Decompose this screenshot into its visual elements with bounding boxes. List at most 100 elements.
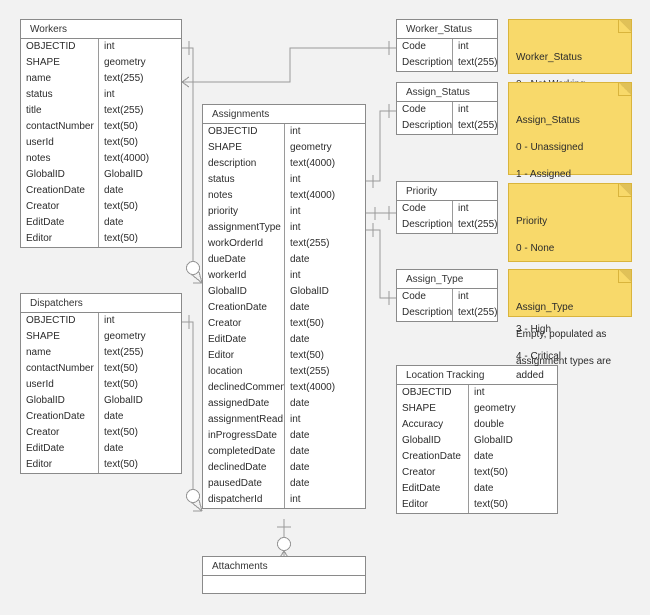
field-name: userId	[21, 377, 99, 393]
field-name: location	[203, 364, 285, 380]
field-name: EditDate	[203, 332, 285, 348]
field-type: date	[104, 443, 124, 454]
field-row: status int	[21, 87, 181, 103]
field-name: OBJECTID	[397, 385, 469, 401]
entity-attachments[interactable]: Attachments	[202, 556, 366, 594]
note-line: 1 - Assigned	[516, 169, 572, 180]
field-type: text(255)	[104, 73, 144, 84]
field-row: GlobalID GlobalID	[397, 433, 557, 449]
field-type: int	[290, 222, 301, 233]
note-line: Empty, populated as	[516, 329, 607, 340]
entity-title-worker-status: Worker_Status	[397, 20, 497, 39]
field-type: date	[290, 478, 310, 489]
field-name: declinedDate	[203, 460, 285, 476]
field-row-empty	[203, 576, 365, 593]
field-name: dueDate	[203, 252, 285, 268]
field-name: EditDate	[21, 441, 99, 457]
field-name: CreationDate	[397, 449, 469, 465]
field-name: inProgressDate	[203, 428, 285, 444]
field-name: declinedComment	[203, 380, 285, 396]
field-name: userId	[21, 135, 99, 151]
field-name: GlobalID	[397, 433, 469, 449]
note-line: 0 - None	[516, 243, 555, 254]
conn-workers-assignments	[182, 47, 194, 270]
field-name: SHAPE	[21, 55, 99, 71]
entity-fields-attachments	[203, 576, 365, 593]
field-type: text(50)	[104, 201, 138, 212]
conn-assignments-assignstatus	[366, 110, 396, 182]
field-type: date	[290, 430, 310, 441]
field-type: int	[104, 89, 115, 100]
note-fold-icon	[618, 20, 631, 33]
field-type: date	[474, 451, 494, 462]
field-name: Editor	[203, 348, 285, 364]
field-name: Code	[397, 289, 453, 305]
entity-title-priority: Priority	[397, 182, 497, 201]
field-name: CreationDate	[203, 300, 285, 316]
field-type: text(50)	[474, 467, 508, 478]
note-title: Assign_Status	[516, 115, 580, 126]
field-name: status	[21, 87, 99, 103]
field-row: CreationDate date	[203, 300, 365, 316]
field-type: text(4000)	[290, 158, 336, 169]
field-type: text(50)	[474, 499, 508, 510]
note-fold-icon	[618, 83, 631, 96]
field-name: OBJECTID	[203, 124, 285, 140]
field-name: GlobalID	[203, 284, 285, 300]
field-type: int	[290, 206, 301, 217]
field-name: OBJECTID	[21, 39, 99, 55]
conn-workers-workerstatus	[182, 47, 396, 83]
field-row: EditDate date	[21, 441, 181, 457]
field-name: Description	[397, 55, 453, 71]
note-line: assignment types are added	[516, 356, 612, 381]
field-type: int	[474, 387, 485, 398]
field-name: dispatcherId	[203, 492, 285, 508]
crowfoot-workers-status	[181, 76, 190, 88]
field-name: SHAPE	[203, 140, 285, 156]
field-name: Code	[397, 201, 453, 217]
field-type: GlobalID	[474, 435, 513, 446]
field-row: OBJECTID int	[397, 385, 557, 401]
field-type: int	[290, 270, 301, 281]
field-type: int	[458, 291, 469, 302]
field-type: date	[290, 334, 310, 345]
field-type: GlobalID	[104, 395, 143, 406]
note-title: Worker_Status	[516, 52, 582, 63]
note-assign-type: Assign_Type Empty, populated as assignme…	[508, 269, 632, 381]
field-type: int	[458, 104, 469, 115]
field-type: text(255)	[104, 347, 144, 358]
field-type: date	[290, 302, 310, 313]
field-name: workerId	[203, 268, 285, 284]
field-type: text(255)	[458, 219, 497, 230]
entity-title-assign-type: Assign_Type	[397, 270, 497, 289]
field-row: CreationDate date	[397, 449, 557, 465]
